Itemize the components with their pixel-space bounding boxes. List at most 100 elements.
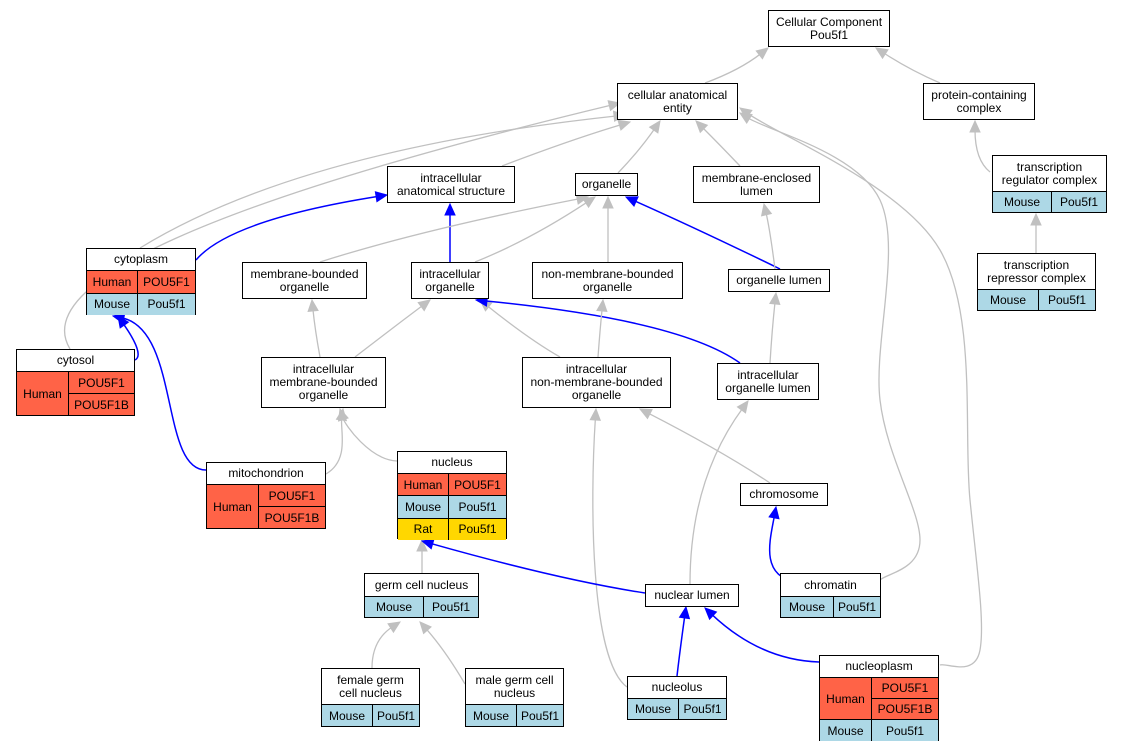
gene-symbol[interactable]: POU5F1B bbox=[872, 698, 938, 720]
edge-is-a-fgcn-to-gcn-arrowhead bbox=[387, 621, 402, 634]
gene-symbol[interactable]: POU5F1 bbox=[872, 678, 938, 699]
term-node-protein-containing-complex[interactable]: protein-containing complex bbox=[923, 83, 1035, 120]
term-node-intracellular-membrane-bounded-organelle[interactable]: intracellular membrane-bounded organelle bbox=[261, 357, 386, 408]
term-node-intracellular-organelle-lumen[interactable]: intracellular organelle lumen bbox=[717, 363, 819, 400]
edge-is-a-inmbo-to-nmbo-arrowhead bbox=[596, 298, 608, 313]
edge-is-a-io-to-organelle-arrowhead bbox=[582, 196, 597, 209]
gene-symbol[interactable]: POU5F1 bbox=[69, 372, 134, 393]
term-node-cellular-component-pou5f1[interactable]: Cellular Component Pou5f1 bbox=[768, 10, 890, 47]
edge-is-a-iol-to-ol bbox=[769, 301, 776, 364]
gene-symbol[interactable]: Pou5f1 bbox=[1039, 290, 1095, 310]
term-node-cellular-anatomical-entity[interactable]: cellular anatomical entity bbox=[617, 83, 738, 120]
edge-is-a-ol-to-mel-arrowhead bbox=[760, 202, 773, 217]
species-label: Human bbox=[17, 372, 69, 415]
gene-symbol[interactable]: Pou5f1 bbox=[138, 293, 195, 315]
gene-symbol[interactable]: Pou5f1 bbox=[679, 699, 726, 719]
term-node-intracellular-organelle[interactable]: intracellular organelle bbox=[411, 262, 489, 299]
edge-is-a-fgcn-to-gcn bbox=[371, 626, 393, 669]
gene-symbol[interactable]: POU5F1 bbox=[138, 271, 195, 293]
edge-is-a-gcn-to-nucleus-arrowhead bbox=[416, 538, 428, 552]
term-label: protein-containing complex bbox=[931, 87, 1027, 115]
edge-is-a-cytosol-to-cae bbox=[64, 104, 612, 350]
edge-is-a-trc-to-pcc bbox=[974, 129, 991, 173]
edge-is-a-pcc-to-root bbox=[883, 52, 941, 84]
gene-symbol[interactable]: POU5F1 bbox=[449, 474, 506, 496]
gene-symbol[interactable]: POU5F1 bbox=[259, 485, 325, 506]
term-label: cellular anatomical entity bbox=[627, 87, 728, 115]
edge-part-of-cytoplasm-to-ias-arrowhead bbox=[374, 191, 389, 203]
term-label: nucleolus bbox=[651, 680, 703, 694]
term-node-nuclear-lumen[interactable]: nuclear lumen bbox=[645, 584, 739, 607]
term-node-organelle[interactable]: organelle bbox=[575, 173, 638, 196]
term-node-chromosome[interactable]: chromosome bbox=[740, 483, 828, 506]
term-node-intracellular-anatomical-structure[interactable]: intracellular anatomical structure bbox=[387, 166, 515, 203]
edge-is-a-mgcn-to-gcn-arrowhead bbox=[419, 621, 432, 635]
edge-is-a-organelle-to-cae-arrowhead bbox=[648, 120, 661, 134]
edge-is-a-imbo-to-mbo bbox=[312, 308, 321, 358]
gene-symbol[interactable]: Pou5f1 bbox=[517, 705, 563, 726]
edge-is-a-nl-to-iol-arrowhead bbox=[736, 400, 749, 414]
term-node-intracellular-non-membrane-bounded-organelle[interactable]: intracellular non-membrane-bounded organ… bbox=[522, 357, 671, 408]
edge-is-a-nucleus-to-imbo-arrowhead bbox=[337, 407, 349, 422]
term-node-membrane-enclosed-lumen[interactable]: membrane-enclosed lumen bbox=[693, 166, 820, 203]
term-label: intracellular membrane-bounded organelle bbox=[269, 362, 378, 402]
gene-symbol[interactable]: Pou5f1 bbox=[449, 496, 506, 518]
edge-part-of-cytoplasm-to-ias bbox=[195, 195, 379, 261]
edge-is-a-nucleolus-to-inmbo bbox=[592, 417, 628, 688]
edge-part-of-chromatin-to-chromosome-arrowhead bbox=[768, 505, 780, 520]
gene-symbol[interactable]: Pou5f1 bbox=[373, 705, 419, 726]
edge-is-a-inmbo-to-nmbo bbox=[597, 308, 603, 358]
gene-symbol[interactable]: Pou5f1 bbox=[872, 720, 938, 741]
term-node-organelle-lumen[interactable]: organelle lumen bbox=[728, 269, 830, 292]
species-label: Mouse bbox=[781, 597, 834, 617]
edge-is-a-pcc-to-root-arrowhead bbox=[874, 47, 889, 60]
species-label: Mouse bbox=[820, 720, 872, 741]
edge-part-of-io-to-ias-arrowhead bbox=[444, 202, 456, 216]
edge-is-a-inmbo-to-io bbox=[486, 305, 561, 358]
gene-symbol[interactable]: Pou5f1 bbox=[834, 597, 880, 617]
term-label: non-membrane-bounded organelle bbox=[541, 266, 674, 294]
edge-is-a-mbo-to-organelle bbox=[319, 198, 580, 263]
gene-symbol[interactable]: POU5F1B bbox=[69, 393, 134, 415]
term-label: cytosol bbox=[56, 353, 95, 367]
term-label: intracellular non-membrane-bounded organ… bbox=[530, 362, 663, 402]
species-label: Human bbox=[207, 485, 259, 528]
gene-symbol[interactable]: POU5F1B bbox=[259, 506, 325, 528]
term-label: nucleoplasm bbox=[845, 659, 913, 673]
term-label: intracellular anatomical structure bbox=[396, 170, 506, 198]
term-node-membrane-bounded-organelle[interactable]: membrane-bounded organelle bbox=[242, 262, 367, 299]
edge-is-a-cae-to-root-arrowhead bbox=[755, 47, 769, 60]
gene-symbol[interactable]: Pou5f1 bbox=[424, 597, 478, 617]
species-label: Mouse bbox=[628, 699, 679, 719]
gene-symbol[interactable]: Pou5f1 bbox=[1052, 192, 1106, 212]
term-node-non-membrane-bounded-organelle[interactable]: non-membrane-bounded organelle bbox=[532, 262, 683, 299]
gene-symbol[interactable]: Pou5f1 bbox=[449, 518, 506, 540]
edge-is-a-nucleoplasm-to-cae-arrowhead bbox=[739, 107, 753, 120]
edge-is-a-mgcn-to-gcn bbox=[425, 628, 466, 685]
edge-is-a-chromatin-to-cae bbox=[747, 117, 921, 581]
term-label: mitochondrion bbox=[228, 466, 304, 480]
term-label: male germ cell nucleus bbox=[475, 672, 554, 700]
term-label: intracellular organelle lumen bbox=[725, 367, 811, 395]
edge-is-a-organelle-to-cae bbox=[617, 128, 656, 174]
edge-is-a-imbo-to-io-arrowhead bbox=[417, 299, 431, 312]
term-label: chromatin bbox=[804, 577, 857, 592]
